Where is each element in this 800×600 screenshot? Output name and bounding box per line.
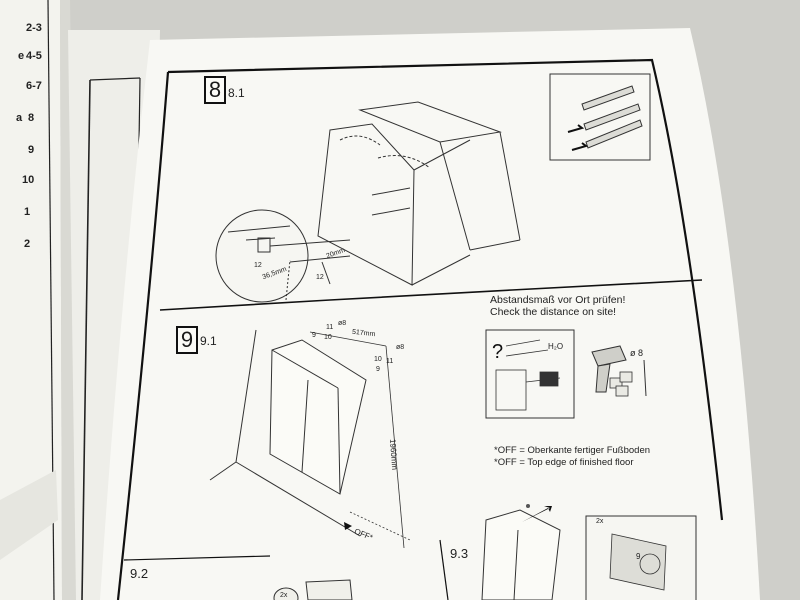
index-item: 1	[24, 206, 31, 218]
index-item: 10	[22, 174, 35, 186]
off-note-de: *OFF = Oberkante fertiger Fußboden	[494, 445, 651, 456]
step-9-sub: 9.1	[200, 334, 217, 348]
screw-diagram-box	[549, 73, 651, 161]
dim-12a: 12	[254, 262, 262, 269]
index-item: 2-3	[26, 22, 42, 34]
step-9-3-sub: 9.3	[450, 546, 469, 561]
check-distance-box	[485, 329, 575, 419]
dim-d8-right: ø8	[396, 344, 405, 351]
step9-wall-drawing	[209, 329, 361, 537]
step-9-3-qty: 2x	[596, 518, 604, 525]
dim-11-right: 11	[386, 358, 394, 365]
dim-9-right: 9	[376, 366, 380, 373]
step9-cabinet-drawing	[269, 339, 367, 495]
dim-9-top: 9	[312, 332, 316, 339]
index-item: 8	[28, 112, 35, 124]
water-label: H₂O	[548, 342, 564, 351]
dim-12b: 12	[316, 274, 324, 281]
check-distance-de: Abstandsmaß vor Ort prüfen!	[490, 294, 626, 306]
step92-detail	[273, 579, 353, 600]
index-prefix: a	[16, 112, 23, 124]
index-item: 4-5	[26, 50, 42, 62]
dim-d8-top: ø8	[338, 320, 347, 327]
step8-cabinet-drawing	[317, 101, 521, 286]
left-booklet-page	[0, 0, 62, 600]
step-9-2-sub: 9.2	[130, 566, 149, 581]
main-page	[100, 28, 760, 600]
step-8-sub: 8.1	[228, 86, 245, 100]
drill-size-label: ø 8	[630, 348, 644, 358]
drill-icon	[591, 345, 627, 393]
index-item: 9	[28, 144, 35, 156]
step8-detail-circle	[215, 209, 309, 303]
step-9-number: 9	[176, 326, 198, 354]
dim-10-top: 10	[324, 334, 332, 341]
dim-10-right: 10	[374, 356, 382, 363]
index-item: 6-7	[26, 80, 42, 92]
off-note-en: *OFF = Top edge of finished floor	[494, 457, 634, 468]
index-item: 2	[24, 238, 31, 250]
svg-text:?: ?	[492, 341, 503, 363]
step-9-3-dim-9: 9	[636, 552, 641, 561]
step93-cabinet-drawing	[481, 509, 561, 600]
index-prefix: e	[18, 50, 25, 62]
dim-11-top: 11	[326, 324, 334, 331]
check-distance-en: Check the distance on site!	[490, 306, 617, 318]
step-9-2-qty: 2x	[280, 592, 288, 599]
step-8-number: 8	[204, 76, 226, 104]
